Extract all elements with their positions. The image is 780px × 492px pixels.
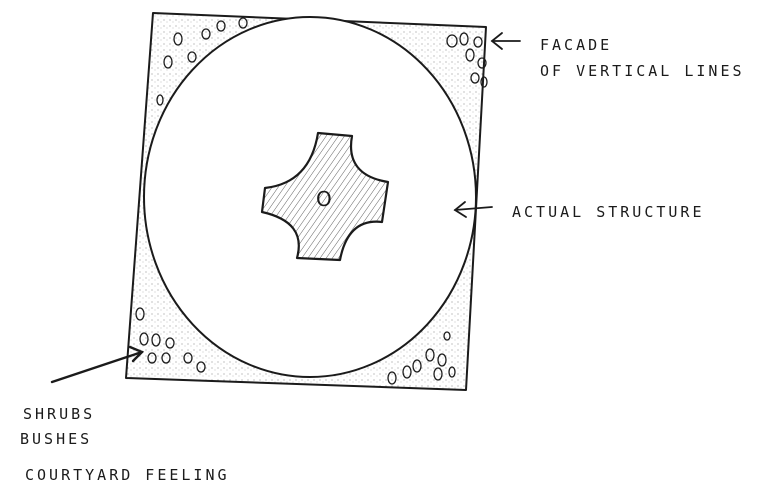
shrubs-label-line1: SHRUBS [23,405,95,423]
facade-arrow [492,33,520,49]
structure-label: ACTUAL STRUCTURE [512,203,705,221]
center-mark: O [316,187,332,211]
shrubs-label-line2: BUSHES [20,430,92,448]
facade-label-line2: OF VERTICAL LINES [540,62,745,80]
shrubs-label-line3: COURTYARD FEELING [25,466,230,484]
facade-label-line1: FACADE [540,36,612,54]
